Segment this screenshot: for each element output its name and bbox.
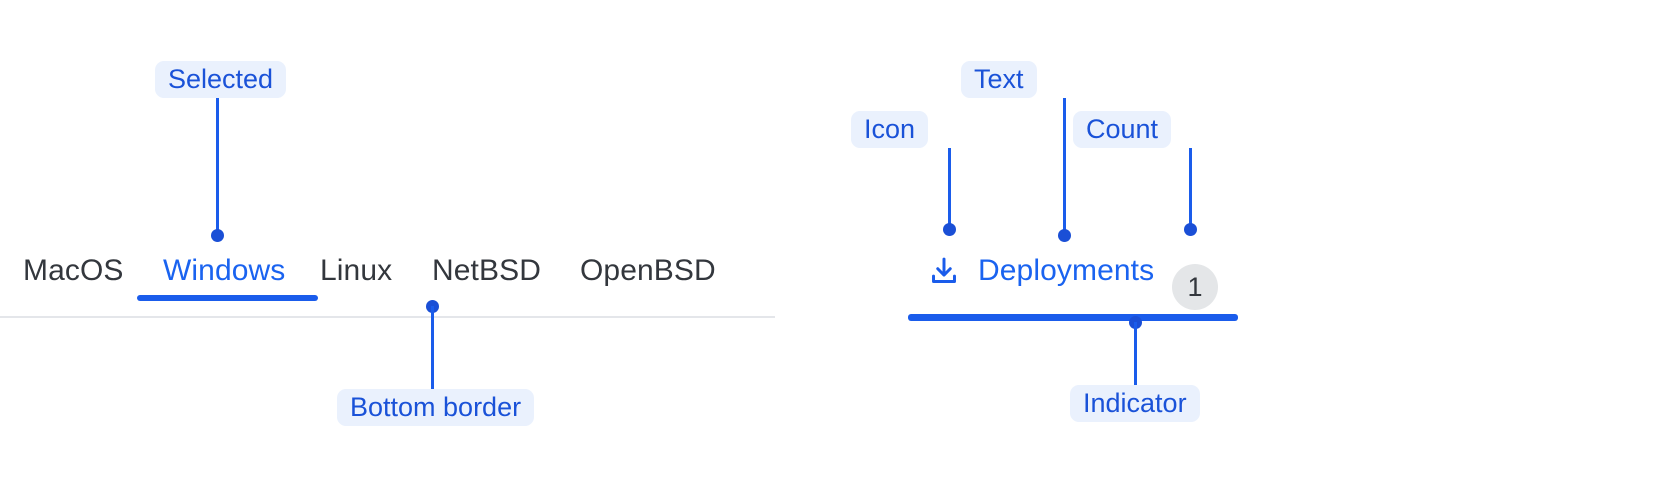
annotation-leader-text	[1063, 98, 1066, 234]
annotation-leader-selected	[216, 98, 219, 234]
annotation-leader-bottom-border	[431, 306, 434, 390]
annotation-dot-count	[1184, 223, 1197, 236]
download-icon	[927, 254, 961, 288]
annotation-chip-count: Count	[1073, 111, 1172, 148]
annotation-chip-icon: Icon	[851, 111, 929, 148]
tab-windows[interactable]: Windows	[163, 254, 286, 287]
annotation-dot-text	[1058, 229, 1071, 242]
tab-deployments-label[interactable]: Deployments	[978, 254, 1155, 287]
annotation-leader-count	[1189, 148, 1192, 228]
deployments-active-indicator	[908, 314, 1238, 321]
tab-linux[interactable]: Linux	[320, 254, 393, 287]
annotation-chip-indicator: Indicator	[1070, 385, 1200, 422]
tab-openbsd[interactable]: OpenBSD	[580, 254, 716, 287]
annotation-dot-icon	[943, 223, 956, 236]
deployments-count-badge: 1	[1172, 264, 1218, 310]
annotation-chip-text: Text	[961, 61, 1037, 98]
annotation-chip-bottom-border: Bottom border	[337, 389, 535, 426]
tabs-bottom-border	[0, 316, 775, 318]
annotation-leader-indicator	[1134, 322, 1137, 386]
annotation-chip-selected: Selected	[155, 61, 287, 98]
annotation-leader-icon	[948, 148, 951, 228]
tab-netbsd[interactable]: NetBSD	[432, 254, 541, 287]
annotation-dot-selected	[211, 229, 224, 242]
tab-windows-active-underline	[137, 295, 318, 301]
tab-macos[interactable]: MacOS	[23, 254, 124, 287]
